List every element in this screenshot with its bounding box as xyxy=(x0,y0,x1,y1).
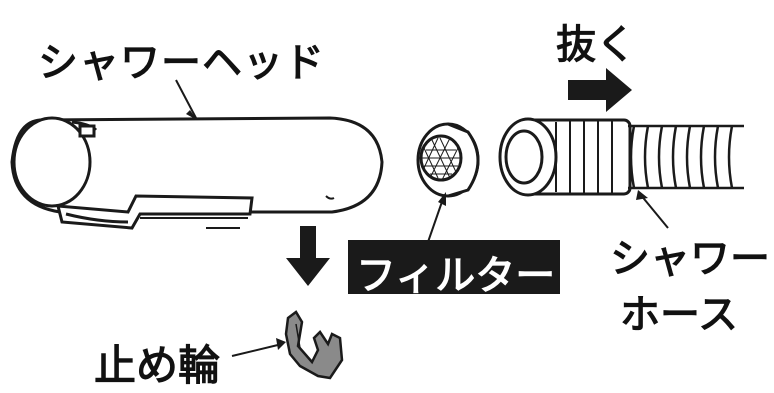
diagram-art xyxy=(10,68,744,380)
retaining-ring-label: 止め輪 xyxy=(94,341,221,390)
shower-head-label: シャワーヘッド xyxy=(38,40,325,86)
ring-callout xyxy=(231,343,283,357)
shower-head xyxy=(10,116,384,230)
shower-head-callout xyxy=(175,79,197,119)
hose-callout-tip xyxy=(636,190,648,200)
retaining-ring-part xyxy=(284,310,344,380)
filter-label: フィルター xyxy=(356,253,556,299)
pull-arrow-icon xyxy=(568,68,632,112)
filter-label-box xyxy=(348,240,560,294)
shower-hose-label-line2: ホース xyxy=(620,292,738,338)
ring-callout-tip xyxy=(276,338,286,350)
shower-hose-label-line1: シャワー xyxy=(610,236,770,282)
filter-callout-tip xyxy=(438,192,446,206)
filter-mesh xyxy=(422,137,460,181)
filter-part xyxy=(416,122,480,198)
hose-callout xyxy=(639,193,669,229)
pull-label: 抜く xyxy=(556,22,636,68)
hose-coils xyxy=(628,124,744,190)
diagram: シャワーヘッド 抜く フィルター シャワー ホース 止め輪 xyxy=(10,22,770,390)
shower-head-callout-tip xyxy=(186,110,197,120)
down-arrow-icon xyxy=(286,226,330,286)
shower-hose xyxy=(498,117,632,197)
